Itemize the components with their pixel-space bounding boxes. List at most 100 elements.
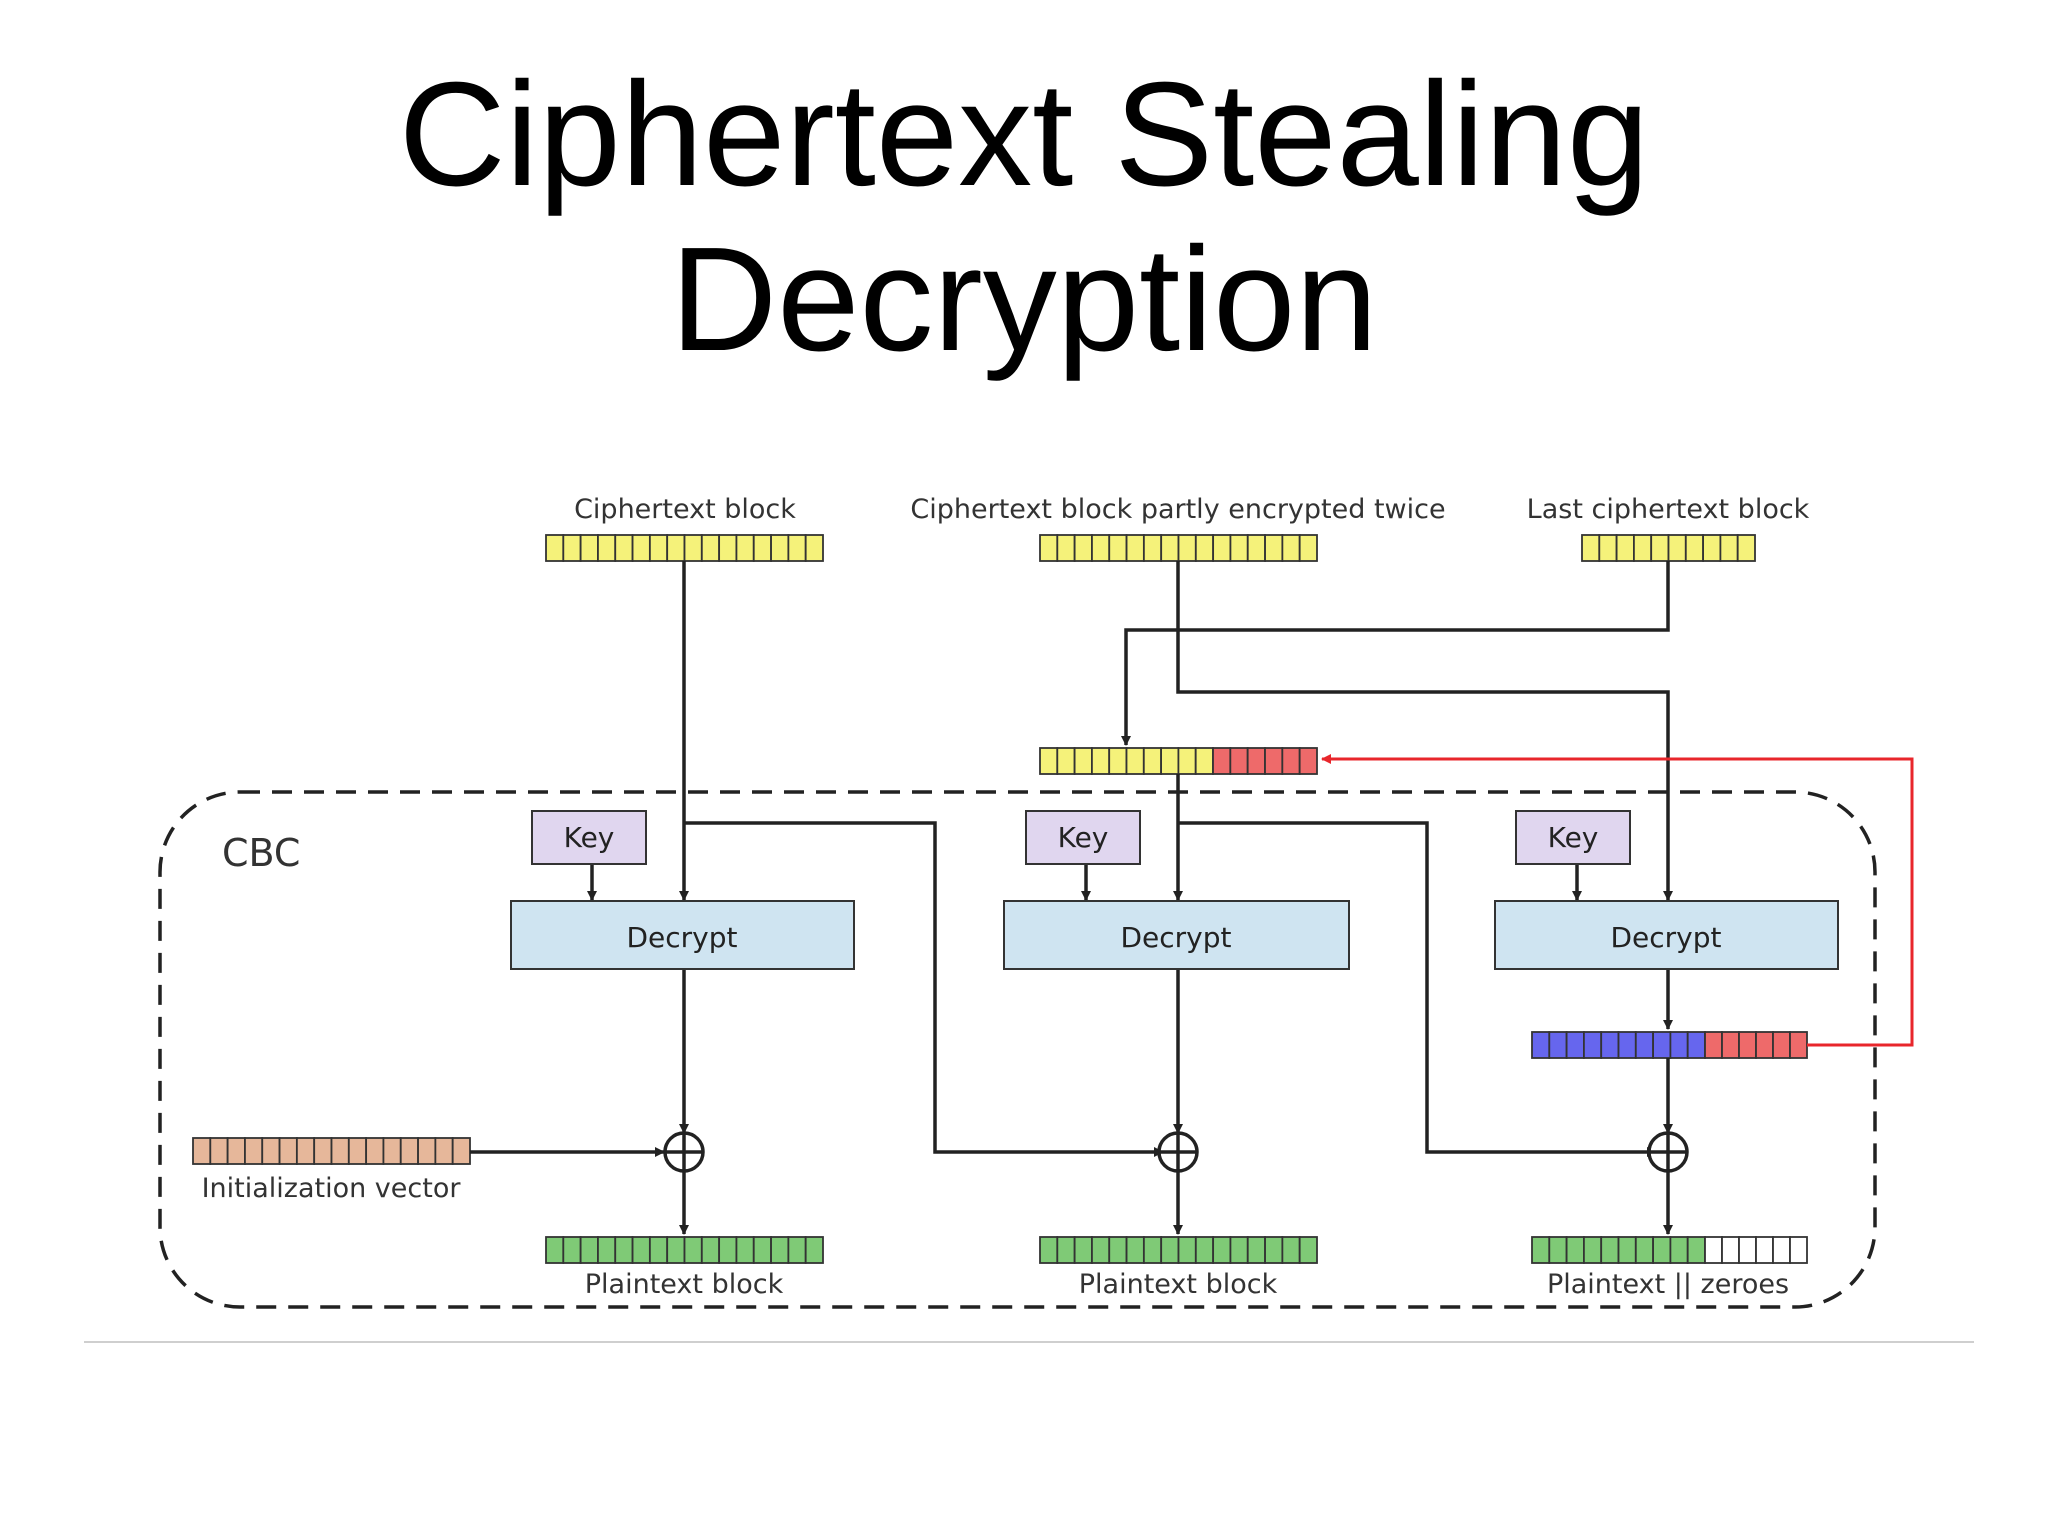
- block-cell: [1634, 1236, 1655, 1264]
- block-cell: [770, 534, 790, 562]
- slide-divider: [84, 1341, 1974, 1343]
- block-cell: [1583, 1031, 1603, 1059]
- block-cell: [545, 1236, 565, 1264]
- xor-icon-1: [663, 1131, 705, 1173]
- block-cell: [1772, 1236, 1791, 1264]
- block-cell: [1160, 1236, 1180, 1264]
- block-cell: [1177, 1236, 1197, 1264]
- block-cell: [1125, 1236, 1145, 1264]
- block-cell: [1246, 534, 1266, 562]
- block-cell: [1684, 534, 1705, 562]
- block-cell: [718, 534, 738, 562]
- block-cell: [1177, 534, 1197, 562]
- block-cell: [1686, 1236, 1706, 1264]
- block-cell: [313, 1137, 333, 1165]
- block-cell: [295, 1137, 316, 1165]
- wire-c2-to-cross: [1176, 561, 1673, 901]
- block-cell: [1194, 747, 1214, 775]
- block-cell: [1246, 1236, 1266, 1264]
- block-cell: [1772, 1031, 1791, 1059]
- block-cell: [735, 534, 755, 562]
- block-cell: [1565, 1031, 1585, 1059]
- block-cell: [804, 1236, 824, 1264]
- block-cell: [1721, 1236, 1740, 1264]
- plaintext-3-zero-part: [1704, 1236, 1808, 1264]
- block-cell: [261, 1137, 281, 1165]
- block-cell: [1669, 1236, 1689, 1264]
- block-cell: [1142, 747, 1163, 775]
- block-cell: [1704, 1236, 1723, 1264]
- block-cell: [1633, 534, 1653, 562]
- block-cell: [1617, 1031, 1637, 1059]
- block-cell: [1229, 747, 1249, 775]
- block-cell: [1615, 534, 1635, 562]
- block-cell: [1548, 1031, 1568, 1059]
- last-ciphertext-block-bar: [1581, 534, 1756, 562]
- block-cell: [1091, 747, 1111, 775]
- block-cell: [1039, 534, 1059, 562]
- block-cell: [1264, 747, 1284, 775]
- block-cell: [1738, 1031, 1757, 1059]
- block-cell: [683, 534, 703, 562]
- block-cell: [1736, 534, 1756, 562]
- block-cell: [1091, 534, 1111, 562]
- block-cell: [1298, 747, 1318, 775]
- block-cell: [1548, 1236, 1568, 1264]
- partly-encrypted-block-label: Ciphertext block partly encrypted twice: [910, 494, 1445, 525]
- block-cell: [1581, 534, 1601, 562]
- block-cell: [1264, 534, 1284, 562]
- block-cell: [683, 1236, 703, 1264]
- block-cell: [1617, 1236, 1637, 1264]
- block-cell: [1073, 1236, 1093, 1264]
- block-cell: [648, 1236, 669, 1264]
- block-cell: [614, 1236, 634, 1264]
- intermediate-block-bar: [1531, 1031, 1808, 1059]
- iv-label: Initialization vector: [202, 1173, 462, 1204]
- key-box-1: Key: [531, 810, 647, 865]
- decrypt-label-3: Decrypt: [1610, 921, 1721, 954]
- block-cell: [1194, 534, 1215, 562]
- partly-encrypted-block-bar: [1039, 534, 1318, 562]
- key-box-3: Key: [1515, 810, 1631, 865]
- block-cell: [1073, 534, 1093, 562]
- decrypt-box-1: Decrypt: [510, 900, 855, 970]
- block-cell: [1667, 534, 1687, 562]
- cbc-region: [158, 790, 1877, 1309]
- block-cell: [1212, 1236, 1232, 1264]
- block-cell: [1229, 534, 1249, 562]
- block-cell: [700, 534, 721, 562]
- key-label-1: Key: [564, 821, 615, 854]
- block-cell: [1125, 534, 1145, 562]
- block-cell: [1721, 1031, 1740, 1059]
- intermediate-stolen-part: [1704, 1031, 1808, 1059]
- block-cell: [666, 534, 686, 562]
- block-cell: [631, 534, 651, 562]
- ciphertext-block-bar: [545, 534, 824, 562]
- block-cell: [752, 1236, 772, 1264]
- block-cell: [579, 1236, 599, 1264]
- block-cell: [579, 534, 599, 562]
- block-cell: [1142, 534, 1163, 562]
- block-cell: [434, 1137, 454, 1165]
- reassembled-block-stolen-part: [1212, 747, 1318, 775]
- block-cell: [1229, 1236, 1249, 1264]
- iv-block-bar: [192, 1137, 471, 1165]
- plaintext-1-label: Plaintext block: [585, 1269, 784, 1300]
- block-cell: [614, 534, 634, 562]
- last-ciphertext-block-label: Last ciphertext block: [1527, 494, 1810, 525]
- block-cell: [1142, 1236, 1163, 1264]
- block-cell: [1719, 534, 1739, 562]
- block-cell: [1108, 1236, 1128, 1264]
- block-cell: [1755, 1236, 1774, 1264]
- block-cell: [1600, 1236, 1620, 1264]
- block-cell: [787, 1236, 807, 1264]
- block-cell: [770, 1236, 790, 1264]
- block-cell: [545, 534, 565, 562]
- block-cell: [1073, 747, 1093, 775]
- block-cell: [1598, 534, 1618, 562]
- wire-c1-to-xor2: [684, 821, 1164, 1157]
- block-cell: [1531, 1236, 1551, 1264]
- wire-c2-to-xor3: [1178, 821, 1657, 1157]
- plaintext-3-data-part: [1531, 1236, 1706, 1264]
- plaintext-2-label: Plaintext block: [1079, 1269, 1278, 1300]
